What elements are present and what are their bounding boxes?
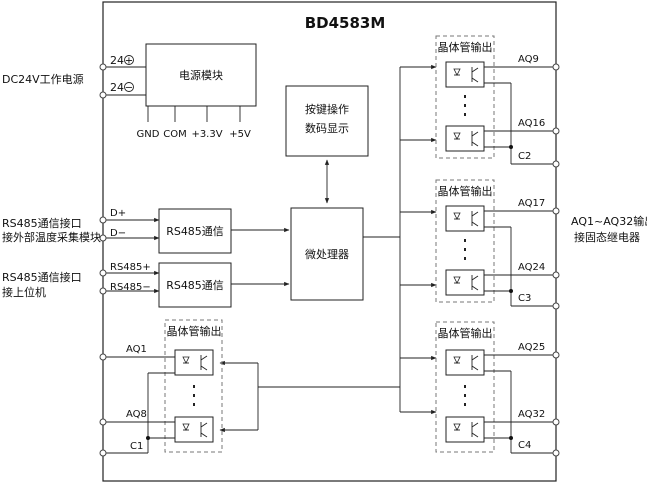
minus-symbol [124,82,134,92]
optocoupler-icon [174,416,214,443]
optocoupler-icon [445,125,485,152]
rs485-2-desc2: 接上位机 [2,285,46,299]
transistor-group-4-frame [435,321,495,453]
terminal-aq24 [552,271,560,279]
terminal-power-plus [99,63,107,71]
transistor-group-1: 晶体管输出 AQ1 AQ8 C1 [99,319,223,457]
label-c2: C2 [518,151,531,162]
terminal-aq17 [552,207,560,215]
transistor-group-3: 晶体管输出 AQ17 AQ24 C3 [435,179,560,310]
rs485-section-2: RS485通信 RS485+ RS485− RS485通信接口 接上位机 [2,262,290,308]
rs485-box-1 [158,208,232,254]
terminal-aq8 [99,418,107,426]
power-module-box [145,43,257,107]
terminal-c1 [99,449,107,457]
label-aq24: AQ24 [518,262,545,273]
terminal-power-minus [99,91,107,99]
optocoupler-icon [445,416,485,443]
terminal-c2 [552,160,560,168]
power-output-5v: +5V [229,129,251,140]
keypad-box [285,85,369,157]
rs485-2-desc1: RS485通信接口 [2,271,82,284]
rs485-2-pin2: RS485− [110,282,151,293]
power-module-label: 电源模块 [179,68,223,82]
label-aq9: AQ9 [518,54,539,65]
terminal-aq32 [552,418,560,426]
terminal-d-plus [99,216,107,224]
rs485-1-desc1: RS485通信接口 [2,217,82,230]
keypad-line2: 数码显示 [305,122,349,135]
optocoupler-icon [445,269,485,296]
power-output-3v3: +3.3V [191,129,222,140]
transistor-group-1-frame [164,319,223,453]
mcu-section: 微处理器 [290,207,364,301]
label-aq8: AQ8 [126,409,147,420]
keypad-line1: 按键操作 [305,102,349,116]
label-c4: C4 [518,440,531,451]
power-pin-plus-label: 24 [110,54,124,67]
right-note-line2: 接固态继电器 [574,231,640,244]
optocoupler-icon [445,61,485,88]
transistor-group-2: 晶体管输出 AQ9 AQ16 C2 [435,35,560,168]
rs485-2-pin1: RS485+ [110,262,151,273]
right-note-line1: AQ1~AQ32输出点 [571,214,647,228]
mcu-label: 微处理器 [305,247,349,261]
rs485-1-pin1: D+ [110,208,126,219]
transistor-group-2-title: 晶体管输出 [438,40,493,54]
minus-sign: − [125,83,133,94]
rs485-1-desc2: 接外部温度采集模块 [2,230,101,244]
plus-sign: + [125,56,133,67]
transistor-group-2-frame [435,35,495,159]
optocoupler-icon [445,349,485,376]
terminal-d-minus [99,234,107,242]
supply-label: DC24V工作电源 [2,72,84,86]
transistor-group-3-title: 晶体管输出 [438,184,493,198]
terminal-aq1 [99,353,107,361]
label-aq1: AQ1 [126,344,147,355]
terminal-aq25 [552,351,560,359]
terminal-aq16 [552,127,560,135]
terminal-rs485-plus [99,269,107,277]
power-section: 电源模块 24 24 + − DC24V工作电源 GND COM +3.3V +… [2,43,257,140]
plus-symbol [124,55,134,65]
terminal-c4 [552,449,560,457]
optocoupler-icon [174,349,214,376]
transistor-group-4-title: 晶体管输出 [438,326,493,340]
power-output-com: COM [163,129,186,140]
device-title: BD4583M [305,14,386,32]
transistor-group-1-title: 晶体管输出 [167,324,222,338]
terminal-rs485-minus [99,287,107,295]
terminal-aq9 [552,63,560,71]
mcu-box [290,207,364,301]
label-c1: C1 [130,441,143,452]
label-aq17: AQ17 [518,198,545,209]
power-pin-minus-label: 24 [110,81,124,94]
rs485-section-1: RS485通信 D+ D− RS485通信接口 接外部温度采集模块 [2,208,290,254]
optocoupler-icon [445,205,485,232]
keypad-section: 按键操作 数码显示 [285,85,369,204]
label-c3: C3 [518,293,531,304]
label-aq32: AQ32 [518,409,545,420]
transistor-group-4: 晶体管输出 AQ25 AQ32 C4 [435,321,560,457]
transistor-group-3-frame [435,179,495,303]
power-output-gnd: GND [137,129,160,140]
label-aq16: AQ16 [518,118,545,129]
label-aq25: AQ25 [518,342,545,353]
rs485-1-pin2: D− [110,228,126,239]
terminal-c3 [552,302,560,310]
rs485-box-1-label: RS485通信 [166,225,224,238]
rs485-box-2 [158,262,232,308]
output-bus [219,64,437,433]
rs485-box-2-label: RS485通信 [166,279,224,292]
